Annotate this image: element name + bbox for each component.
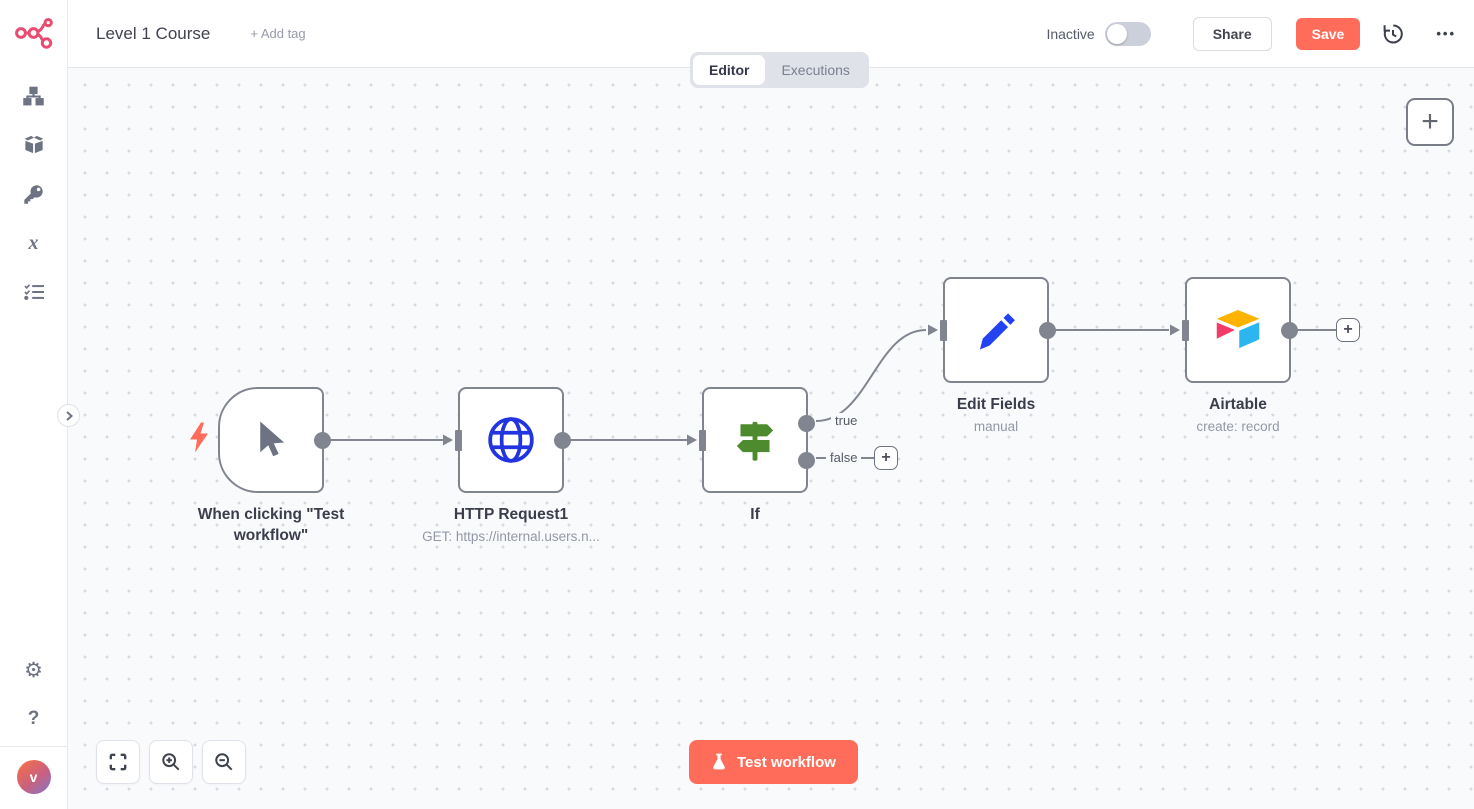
node-subtitle: manual [973,418,1019,434]
sidebar: x ⚙ ? v [0,0,68,809]
input-port[interactable] [1182,319,1189,341]
executions-icon[interactable] [23,281,45,303]
arrowhead [443,434,453,446]
node-name: Edit Fields [956,396,1036,413]
node-name: If [750,506,760,523]
share-button[interactable]: Share [1192,16,1272,51]
help-icon[interactable]: ? [27,708,40,729]
sidebar-divider [0,746,67,747]
workflow-title[interactable]: Level 1 Course [96,23,211,43]
branch-label-true: true [831,413,862,428]
more-menu-button[interactable]: ••• [1436,26,1456,41]
arrowhead [1170,324,1180,336]
tab-editor[interactable]: Editor [693,55,766,85]
node-name: Airtable [1209,396,1267,413]
save-button[interactable]: Save [1295,17,1361,50]
node-subtitle: GET: https://internal.users.n... [422,528,600,544]
n8n-logo[interactable] [14,14,54,55]
output-port[interactable] [314,431,331,449]
branch-label-false: false [826,450,862,465]
input-port[interactable] [940,319,947,341]
pencil-icon [979,313,1015,350]
input-port[interactable] [455,429,462,451]
add-tag-button[interactable]: + Add tag [250,26,306,41]
globe-icon [488,417,534,463]
node-edit-fields[interactable]: Edit Fields manual [940,277,1056,434]
credentials-icon[interactable] [23,183,45,205]
editor-tabs: Editor Executions [690,52,869,88]
add-node-button-after-airtable[interactable]: + [1336,318,1360,342]
variables-icon[interactable]: x [28,231,39,254]
test-workflow-button[interactable]: Test workflow [689,740,858,784]
zoom-in-button[interactable] [149,740,193,784]
input-port[interactable] [699,429,706,451]
arrowhead [928,324,938,336]
active-toggle[interactable] [1104,21,1151,46]
node-airtable[interactable]: Airtable create: record [1182,277,1298,434]
node-if[interactable]: If [699,387,815,523]
add-node-panel-button[interactable]: + [1406,98,1454,146]
avatar-initial: v [29,769,38,785]
history-icon[interactable] [1380,21,1406,47]
lightning-icon [190,422,209,458]
canvas-controls [96,740,246,784]
output-port[interactable] [1039,321,1056,339]
sidebar-expand-button[interactable] [57,404,80,427]
flask-icon [713,753,725,770]
node-subtitle: create: record [1196,418,1280,434]
fit-view-button[interactable] [96,740,140,784]
active-status-label: Inactive [1046,25,1095,42]
toggle-knob [1106,23,1127,44]
add-node-button-false-branch[interactable]: + [874,446,898,470]
output-port[interactable] [554,431,571,449]
test-workflow-label: Test workflow [737,753,836,771]
user-avatar[interactable]: v [16,760,51,794]
node-http-request[interactable]: HTTP Request1 GET: https://internal.user… [422,387,600,544]
output-port-true[interactable] [798,414,815,432]
signpost-icon [736,421,774,461]
connection [815,329,927,422]
airtable-icon [1216,310,1260,349]
output-port[interactable] [1281,321,1298,339]
output-port-false[interactable] [798,451,815,469]
node-name: When clicking "Test workflow" [197,506,345,544]
settings-icon[interactable]: ⚙ [24,658,43,682]
node-manual-trigger[interactable]: When clicking "Test workflow" [190,387,344,544]
zoom-out-button[interactable] [202,740,246,784]
workflows-icon[interactable] [23,85,45,107]
arrowhead [687,434,697,446]
workflow-canvas[interactable]: When clicking "Test workflow" HTTP Reque… [68,68,1474,809]
templates-icon[interactable] [23,134,45,156]
cursor-icon [260,421,285,457]
node-name: HTTP Request1 [453,506,569,523]
tab-executions[interactable]: Executions [781,62,850,78]
